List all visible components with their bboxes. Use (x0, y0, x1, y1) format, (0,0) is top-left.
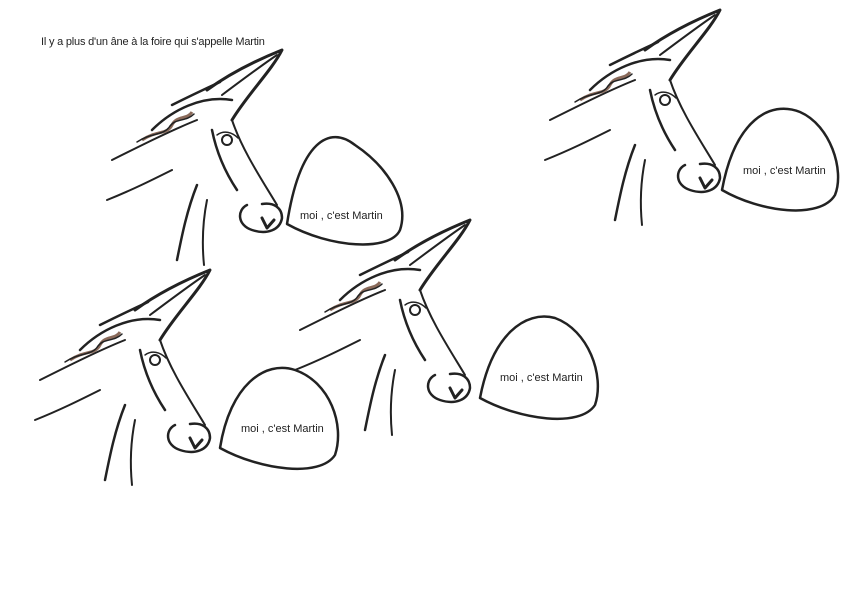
speech-text-2: moi , c'est Martin (743, 165, 826, 177)
speech-text-4: moi , c'est Martin (500, 372, 583, 384)
donkey-bottom-left-illustration (33, 268, 212, 487)
caption-text: Il y a plus d'un âne à la foire qui s'ap… (41, 36, 265, 48)
speech-bubble-2: moi , c'est Martin (720, 107, 840, 212)
donkey-top-left-illustration (105, 48, 284, 267)
speech-bubble-1: moi , c'est Martin (285, 135, 404, 246)
speech-text-3: moi , c'est Martin (241, 423, 324, 435)
donkey-bottom-middle-illustration (293, 218, 472, 437)
speech-bubble-4: moi , c'est Martin (478, 315, 600, 421)
speech-bubble-3: moi , c'est Martin (218, 366, 340, 471)
donkey-top-right-illustration (543, 8, 722, 227)
speech-text-1: moi , c'est Martin (300, 210, 383, 222)
